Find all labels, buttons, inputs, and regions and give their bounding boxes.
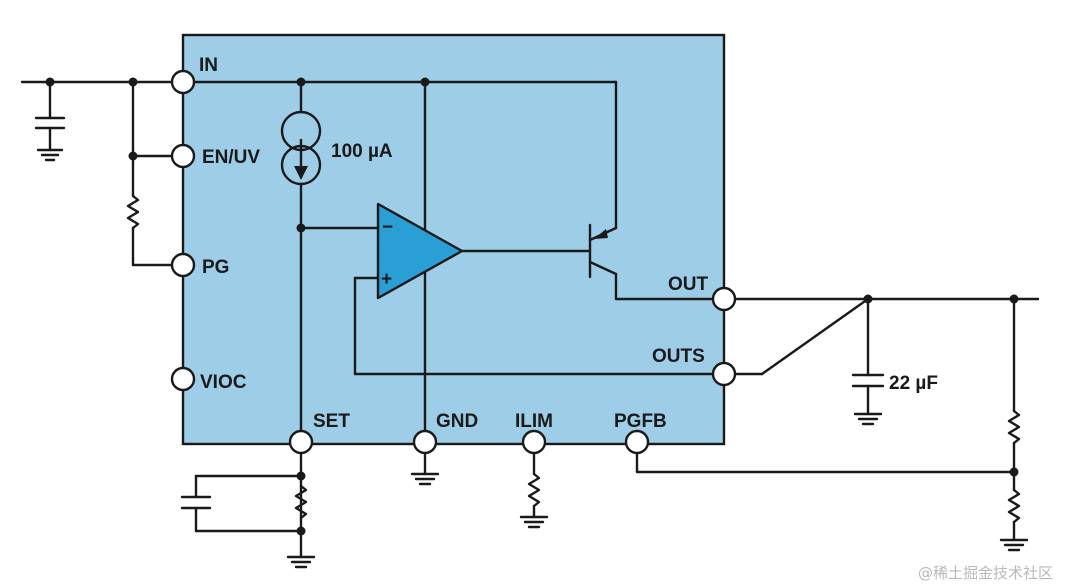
ground-icon (519, 515, 549, 529)
ilim-network (519, 451, 549, 529)
current-source-icon (280, 110, 322, 186)
output-network: 22 µF (635, 294, 1040, 552)
pin-out-label: OUT (668, 274, 709, 295)
pin-vioc-label: VIOC (200, 372, 247, 393)
pin-en-uv (170, 143, 196, 169)
pnp-transistor-icon (588, 223, 618, 279)
pin-pgfb-label: PGFB (614, 411, 667, 432)
pin-en-uv-label: EN/UV (202, 147, 260, 168)
pin-outs-label: OUTS (652, 346, 705, 367)
pin-out (711, 286, 737, 312)
amp-minus-label: − (382, 217, 393, 238)
set-network (180, 451, 316, 569)
resistor-icon (1007, 409, 1021, 445)
pin-pgfb (624, 429, 650, 455)
ground-icon (999, 538, 1029, 552)
pin-set-label: SET (313, 411, 350, 432)
gnd-network (410, 451, 440, 486)
ground-icon (36, 148, 64, 162)
pin-outs (711, 361, 737, 387)
ground-icon (853, 412, 883, 426)
pin-pg (170, 252, 196, 278)
resistor-icon (126, 194, 140, 230)
resistor-icon (1007, 488, 1021, 524)
input-network (20, 77, 174, 267)
output-capacitor-label: 22 µF (889, 373, 938, 394)
resistor-icon (294, 484, 308, 520)
pin-in-label: IN (199, 55, 218, 76)
pin-in (170, 69, 196, 95)
op-amp-icon: − + (376, 202, 464, 300)
chip-body (181, 33, 726, 446)
set-capacitor-icon (180, 495, 212, 510)
pin-gnd (412, 429, 438, 455)
current-source-label: 100 µA (331, 141, 393, 162)
amp-plus-label: + (381, 269, 392, 290)
resistor-icon (527, 472, 541, 508)
pin-pg-label: PG (202, 257, 229, 278)
pin-set (288, 429, 314, 455)
output-capacitor-icon (851, 373, 885, 388)
pin-ilim-label: ILIM (515, 411, 553, 432)
pin-gnd-label: GND (436, 411, 478, 432)
ground-icon (410, 472, 440, 486)
input-capacitor (34, 116, 66, 130)
pin-vioc (170, 366, 196, 392)
ground-icon (286, 555, 316, 569)
pin-ilim (521, 429, 547, 455)
watermark: @稀土掘金技术社区 (918, 564, 1053, 582)
